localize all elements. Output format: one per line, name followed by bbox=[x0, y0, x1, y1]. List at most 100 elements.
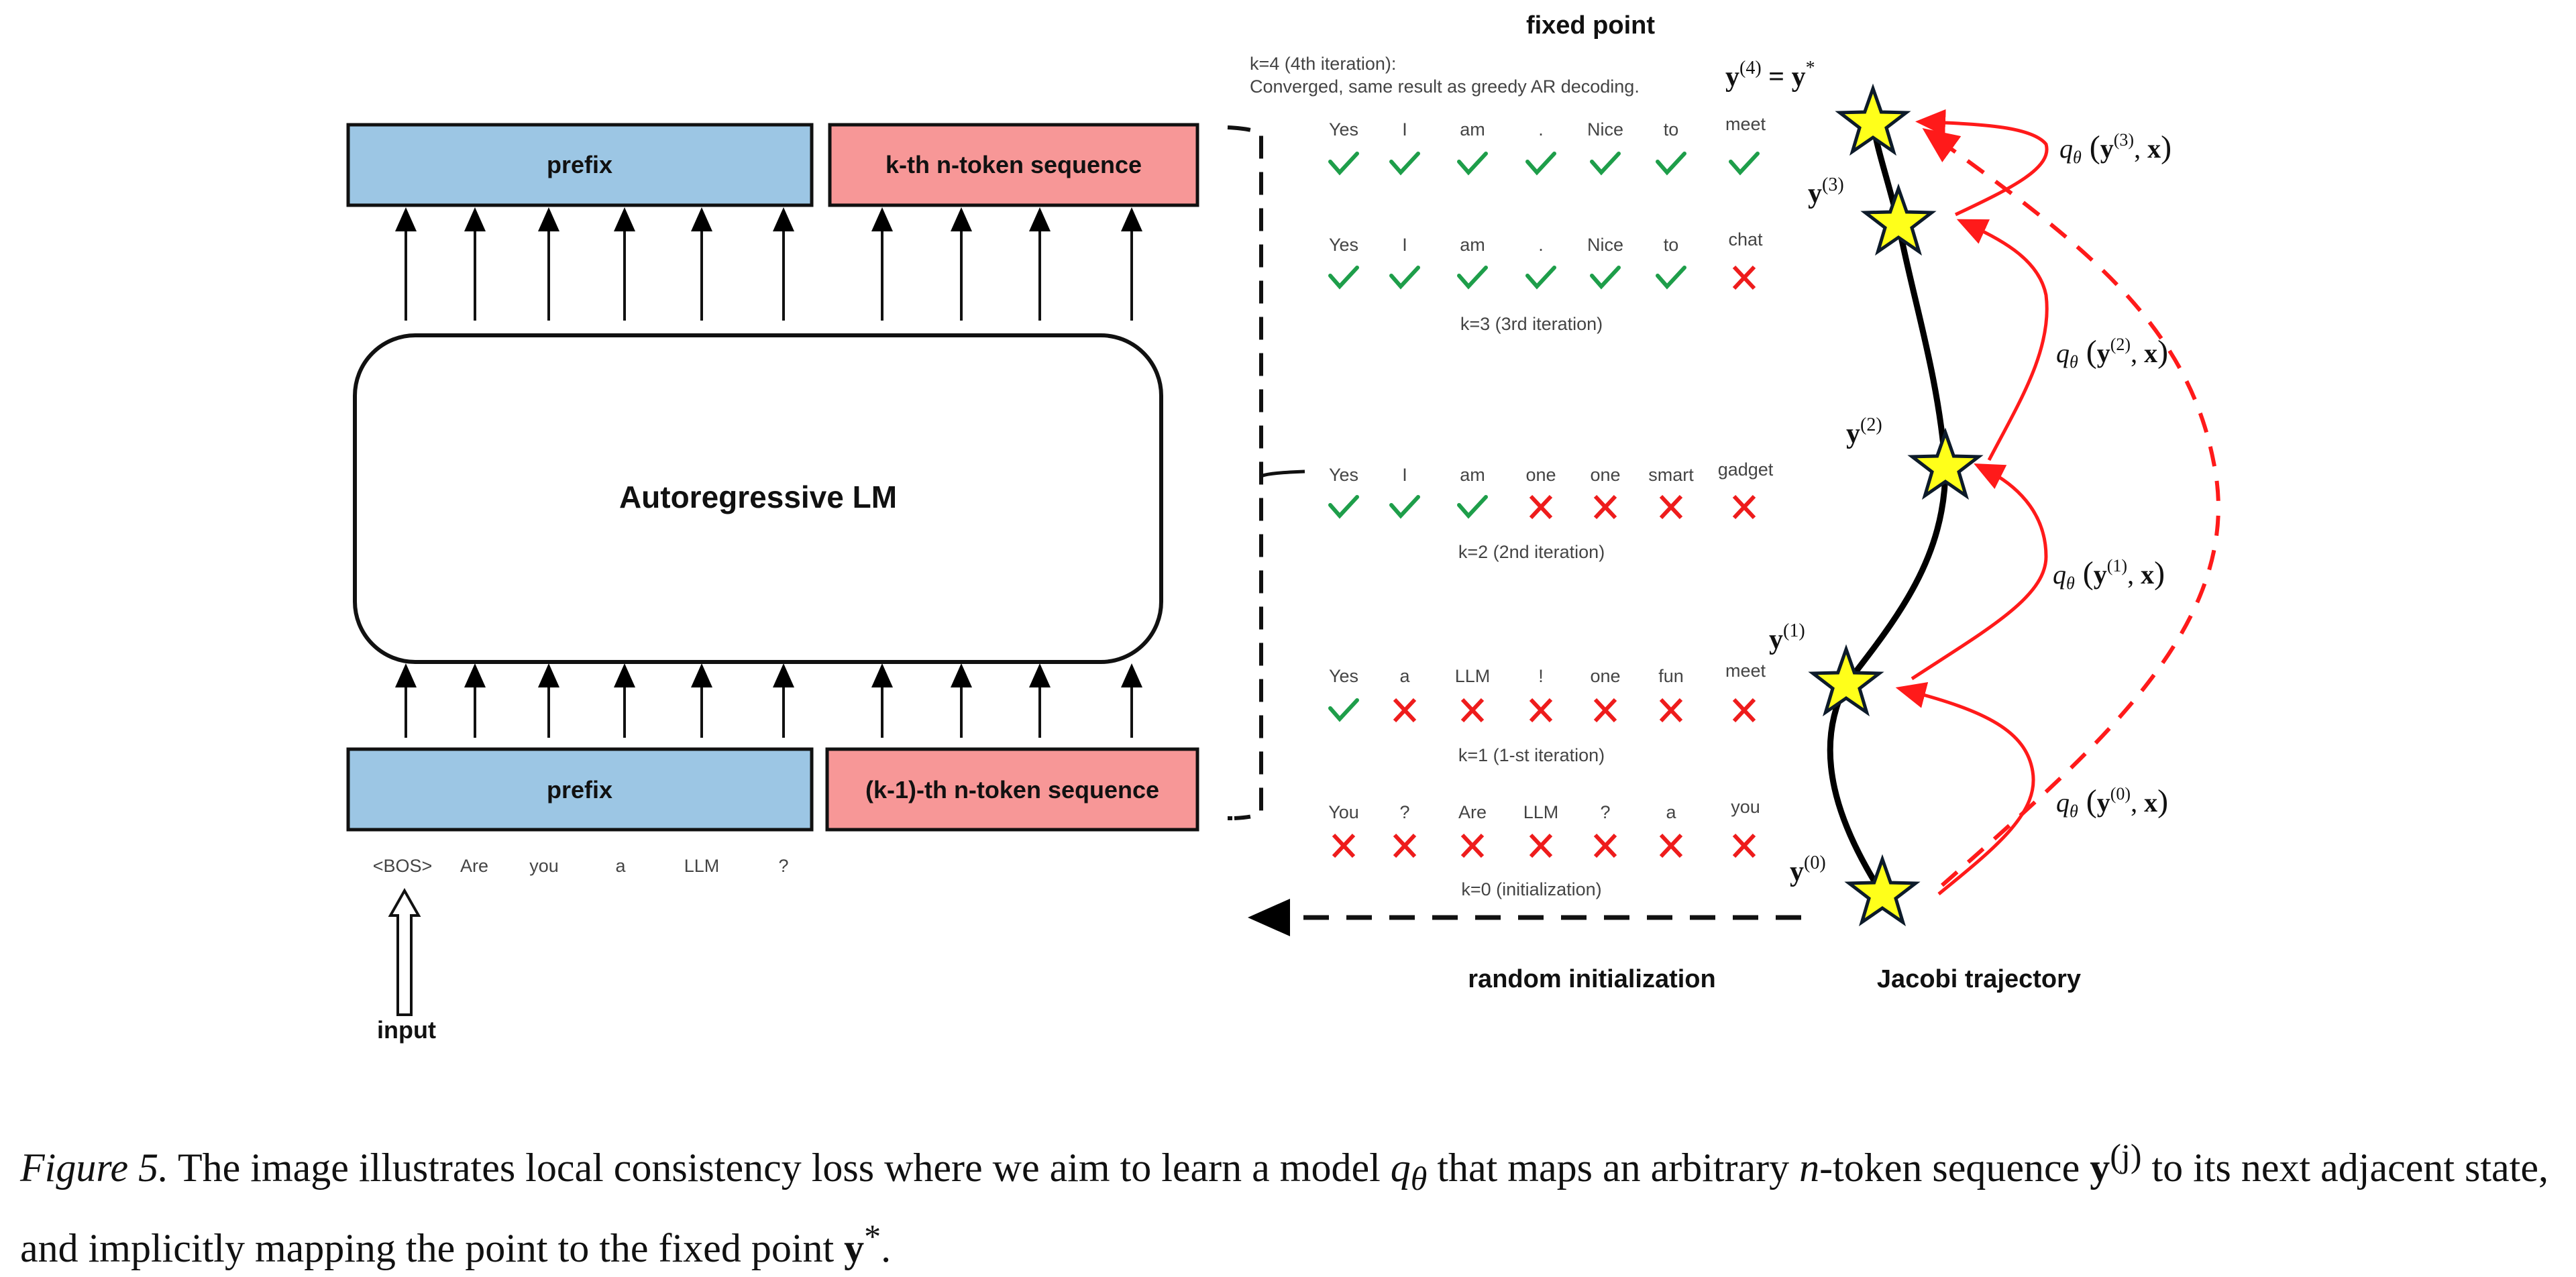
iteration-label: k=2 (2nd iteration) bbox=[1458, 542, 1605, 562]
cross-icon bbox=[1529, 833, 1553, 858]
cross-icon bbox=[1593, 833, 1617, 858]
token: smart bbox=[1648, 465, 1694, 485]
iteration-bracket bbox=[1227, 125, 1305, 820]
star-icon bbox=[1835, 83, 1911, 156]
input-arrows bbox=[395, 663, 1142, 738]
state-label-2: y(2) bbox=[1846, 414, 1882, 449]
token: am bbox=[1460, 119, 1485, 140]
q-theta-label: qθ (y(3), x) bbox=[2059, 129, 2171, 167]
token: Nice bbox=[1587, 235, 1623, 255]
output-arrows bbox=[395, 207, 1142, 321]
token: LLM bbox=[1523, 802, 1559, 822]
q-theta-label: qθ (y(2), x) bbox=[2056, 334, 2168, 372]
token: I bbox=[1402, 465, 1407, 485]
token: Yes bbox=[1329, 465, 1358, 485]
cross-icon bbox=[1529, 494, 1553, 520]
q-theta-label: qθ (y(1), x) bbox=[2053, 555, 2165, 593]
check-icon bbox=[1656, 152, 1686, 176]
q-theta-labels: qθ (y(3), x)qθ (y(2), x)qθ (y(1), x)qθ (… bbox=[2053, 129, 2171, 821]
cross-icon bbox=[1659, 698, 1683, 723]
token: ! bbox=[1538, 666, 1544, 686]
token: Yes bbox=[1329, 119, 1358, 140]
token: a bbox=[1399, 666, 1410, 686]
check-icon bbox=[1525, 152, 1556, 176]
state-label-0: y(0) bbox=[1790, 852, 1826, 887]
caption-text: . bbox=[881, 1226, 892, 1270]
top-prefix-label: prefix bbox=[547, 151, 612, 178]
input-arrow-icon bbox=[388, 887, 421, 1016]
state-label-1: y(1) bbox=[1769, 620, 1805, 655]
caption-text: -token sequence bbox=[1819, 1146, 2090, 1190]
check-icon bbox=[1729, 152, 1760, 176]
svg-text:y(2): y(2) bbox=[1846, 414, 1882, 449]
check-icon bbox=[1389, 152, 1420, 176]
token: You bbox=[1328, 802, 1359, 822]
token: one bbox=[1590, 666, 1620, 686]
cross-icon bbox=[1393, 698, 1417, 723]
token: to bbox=[1664, 235, 1679, 255]
check-icon bbox=[1389, 495, 1420, 519]
converged-note-line1: k=4 (4th iteration): bbox=[1250, 54, 1396, 74]
jacobi-states bbox=[1808, 83, 1984, 927]
token: one bbox=[1525, 465, 1556, 485]
token: I bbox=[1402, 235, 1407, 255]
bottom-sequence-box: (k-1)-th n-token sequence bbox=[825, 747, 1199, 832]
iteration-label: k=1 (1-st iteration) bbox=[1458, 745, 1605, 765]
cross-icon bbox=[1732, 833, 1756, 858]
input-token: Are bbox=[460, 856, 488, 876]
caption-text: The image illustrates local consistency … bbox=[168, 1146, 1391, 1190]
bottom-prefix-label: prefix bbox=[547, 776, 612, 803]
svg-text:y(1): y(1) bbox=[1769, 620, 1805, 655]
token: to bbox=[1664, 119, 1679, 140]
top-sequence-box: k-th n-token sequence bbox=[828, 123, 1199, 207]
input-tokens: <BOS> Are you a LLM ? bbox=[373, 856, 789, 876]
svg-text:y(3): y(3) bbox=[1808, 174, 1844, 209]
cross-icon bbox=[1659, 833, 1683, 858]
token: am bbox=[1460, 235, 1485, 255]
token: LLM bbox=[1455, 666, 1491, 686]
caption-y-sup: (j) bbox=[2110, 1137, 2142, 1174]
svg-text:y(4) = y*: y(4) = y* bbox=[1725, 58, 1815, 93]
star-icon bbox=[1907, 427, 1984, 500]
token: . bbox=[1538, 235, 1544, 255]
jacobi-trajectory-label: Jacobi trajectory bbox=[1877, 965, 2081, 993]
input-token: you bbox=[529, 856, 559, 876]
caption-figure-label: Figure 5. bbox=[20, 1146, 169, 1190]
token: chat bbox=[1728, 229, 1763, 249]
random-initialization-label: random initialization bbox=[1468, 965, 1715, 993]
caption-y-star-sup: * bbox=[864, 1217, 881, 1255]
star-icon bbox=[1808, 644, 1884, 717]
q-theta-dashed-arrow bbox=[1922, 127, 2220, 887]
token: . bbox=[1538, 119, 1544, 140]
input-token: ? bbox=[778, 856, 788, 876]
check-icon bbox=[1656, 266, 1686, 290]
token: am bbox=[1460, 465, 1485, 485]
token: you bbox=[1731, 797, 1760, 817]
check-icon bbox=[1457, 495, 1488, 519]
cross-icon bbox=[1593, 494, 1617, 520]
bottom-sequence-label: (k-1)-th n-token sequence bbox=[865, 776, 1159, 803]
cross-icon bbox=[1732, 494, 1756, 520]
svg-text:y(0): y(0) bbox=[1790, 852, 1826, 887]
converged-note-line2: Converged, same result as greedy AR deco… bbox=[1250, 76, 1640, 97]
cross-icon bbox=[1732, 265, 1756, 290]
check-icon bbox=[1590, 152, 1621, 176]
lm-label: Autoregressive LM bbox=[619, 480, 897, 514]
check-icon bbox=[1525, 266, 1556, 290]
check-icon bbox=[1590, 266, 1621, 290]
caption-q-sub: θ bbox=[1410, 1160, 1428, 1197]
caption-n: n bbox=[1799, 1146, 1820, 1190]
token: gadget bbox=[1718, 459, 1774, 480]
token: Nice bbox=[1587, 119, 1623, 140]
token: ? bbox=[1600, 802, 1610, 822]
top-prefix-box: prefix bbox=[346, 123, 814, 207]
check-icon bbox=[1328, 495, 1359, 519]
token: ? bbox=[1399, 802, 1409, 822]
cross-icon bbox=[1332, 833, 1356, 858]
token: a bbox=[1666, 802, 1676, 822]
check-icon bbox=[1328, 152, 1359, 176]
